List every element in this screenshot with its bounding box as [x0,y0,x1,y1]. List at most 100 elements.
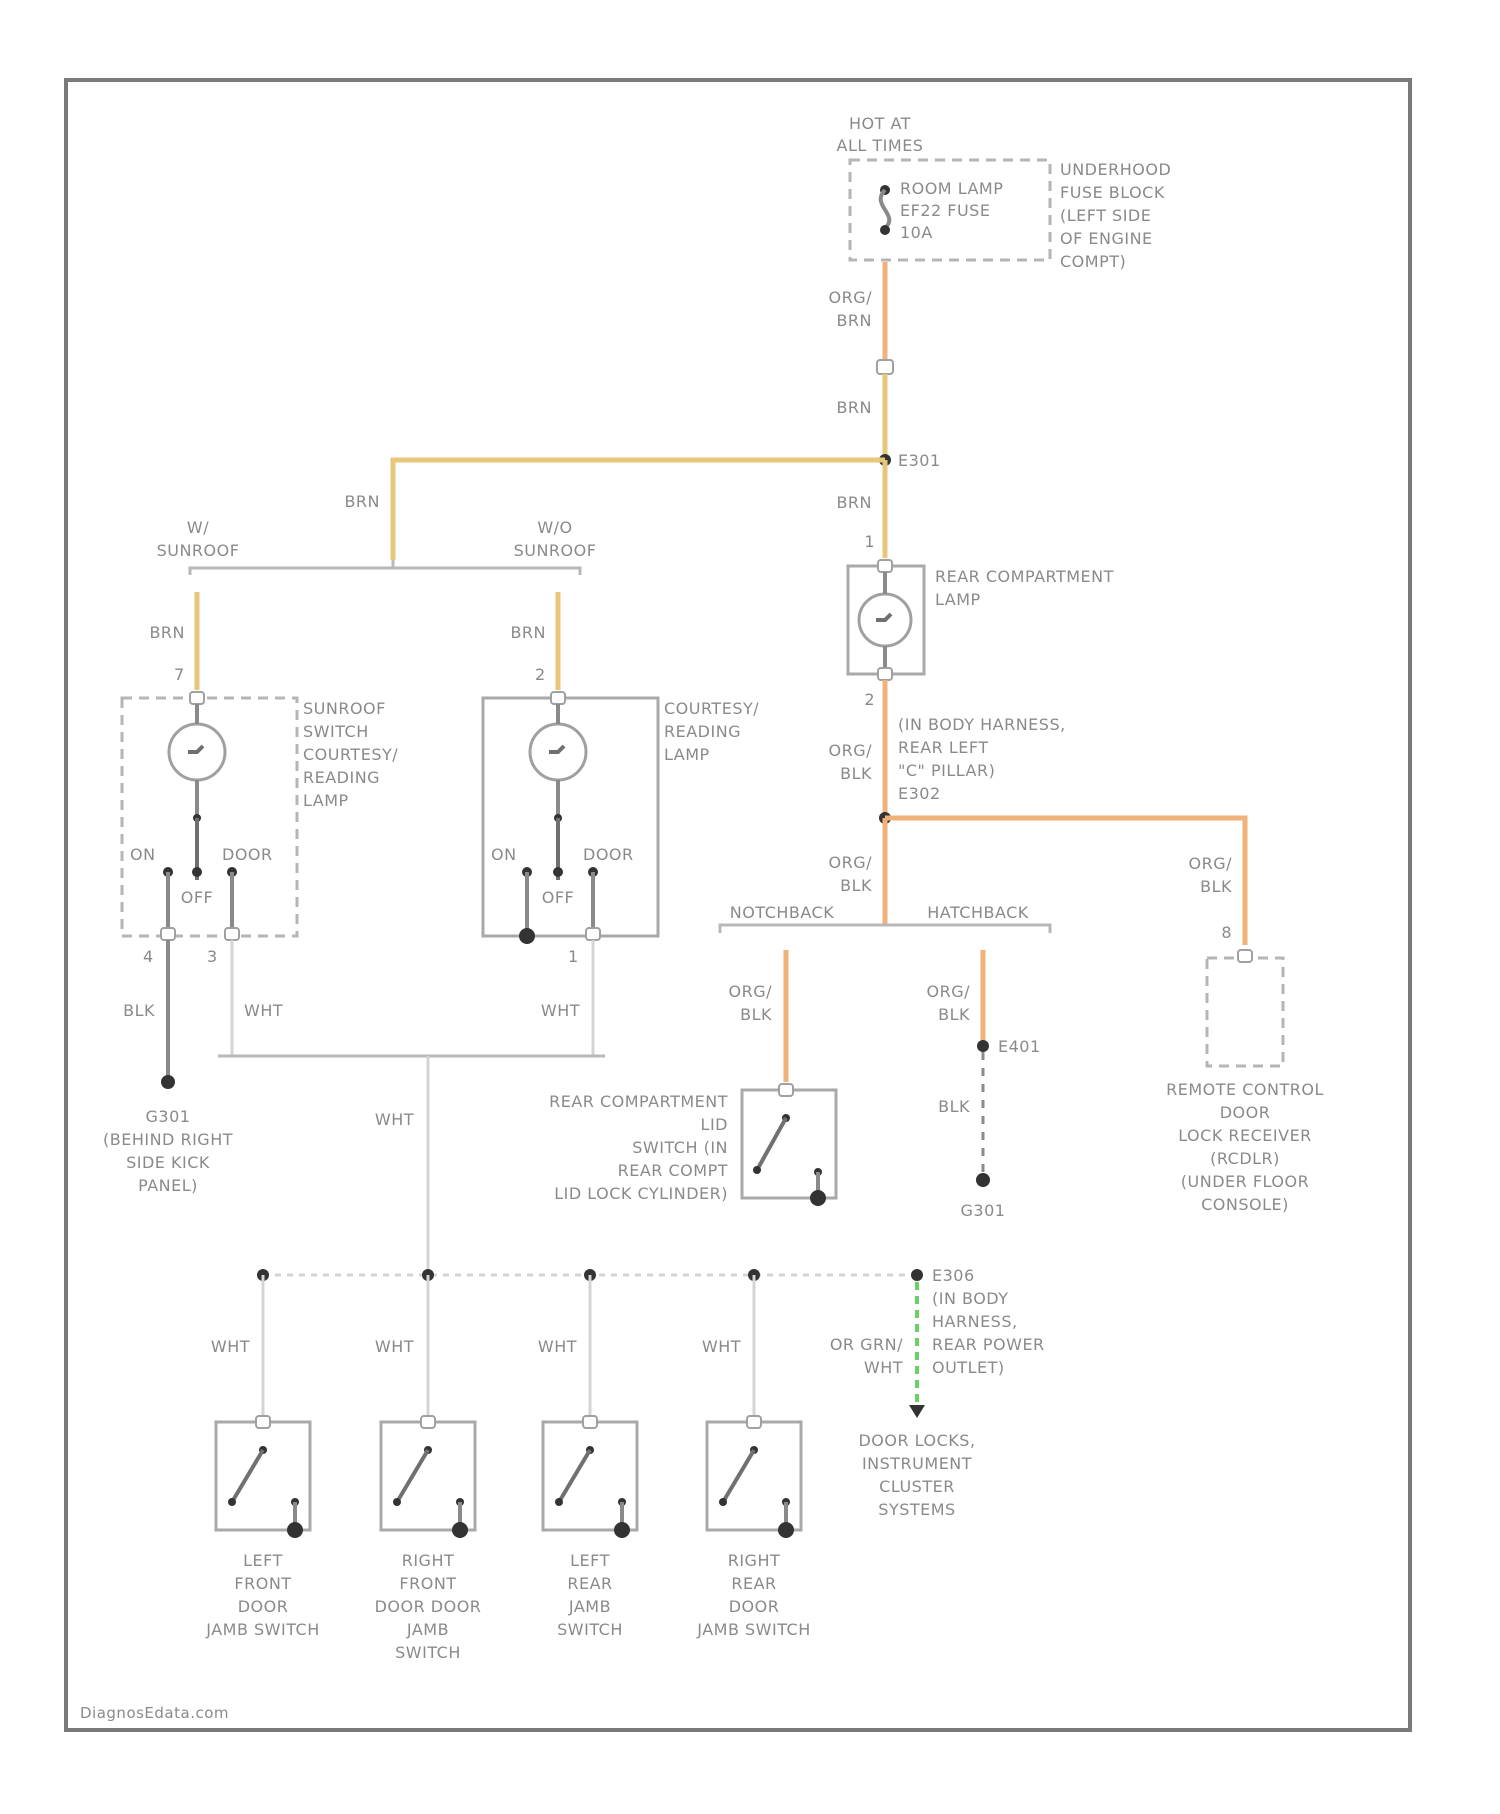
jamb-lf-label-4: JAMB SWITCH [205,1620,319,1639]
pin-2-courtesy: 2 [535,665,546,684]
rear-compartment-lamp: REAR COMPARTMENT LAMP [848,560,1114,680]
power-label-2: ALL TIMES [837,136,924,155]
fuse-label-1: ROOM LAMP [900,179,1003,198]
courtesy-pos-off: OFF [542,888,575,907]
jamb-rr-label-2: REAR [731,1574,776,1593]
courtesy-case-ground [519,928,535,944]
ground-right-label: G301 [961,1201,1006,1220]
fuse-location-4: OF ENGINE [1060,229,1153,248]
jamb-lr-label-2: REAR [567,1574,612,1593]
sunroof-lamp-label-1: SUNROOF [303,699,386,718]
fuse-label-2: EF22 FUSE [900,201,990,220]
jamb-lr-pin [583,1416,597,1428]
jamb-rf-case-ground [452,1522,468,1538]
ground-left-label-3: SIDE KICK [126,1153,210,1172]
jamb-rf-label-2: FRONT [399,1574,456,1593]
jamb-rr-case-ground [778,1522,794,1538]
jamb-rf-label-1: RIGHT [402,1551,455,1570]
remote-control-door-lock-receiver: REMOTE CONTROL DOOR LOCK RECEIVER (RCDLR… [1166,950,1324,1214]
trunk-switch-label-3: SWITCH (IN [632,1138,728,1157]
ground-left-label-1: G301 [146,1107,191,1126]
rcdlr-label-2: DOOR [1220,1103,1271,1122]
splice-e302-label-2: REAR LEFT [898,738,989,757]
rcdlr-label-6: CONSOLE) [1201,1195,1289,1214]
sunroof-lamp-label-5: LAMP [303,791,349,810]
jamb-rf-label-3: DOOR DOOR [375,1597,482,1616]
sunroof-lamp-pin-top [190,692,204,704]
wire-label-brn-1: BRN [836,398,872,417]
splice-e306-label-4: REAR POWER [932,1335,1045,1354]
jamb-lf-blade-icon [232,1450,263,1502]
wire-label-org-blk-1a: ORG/ [829,741,873,760]
sunroof-pos-door: DOOR [222,845,273,864]
power-label-1: HOT AT [849,114,911,133]
jamb-lf-label-2: FRONT [234,1574,291,1593]
variant-w-sunroof-2: SUNROOF [157,541,240,560]
variant-wo-sunroof-2: SUNROOF [514,541,597,560]
wire-label-wht-3: WHT [375,1110,414,1129]
pin-8-rcdlr: 8 [1221,923,1232,942]
fuse-terminal-bottom [880,225,890,235]
splice-e306-label-1: E306 [932,1266,975,1285]
jamb-lr-hinge [555,1498,563,1506]
jamb-lr-blade-icon [559,1450,590,1502]
jamb-rr-label-4: JAMB SWITCH [696,1620,810,1639]
variant-w-sunroof-1: W/ [187,518,209,537]
trunk-switch-case-ground [810,1190,826,1206]
courtesy-lamp-label-2: READING [664,722,741,741]
wire-label-wht-2: WHT [541,1001,580,1020]
fuse-location-3: (LEFT SIDE [1060,206,1151,225]
rcdlr-label-5: (UNDER FLOOR [1181,1172,1309,1191]
wire-label-org-blk-3a: ORG/ [829,853,873,872]
pin-2-rear-lamp: 2 [864,690,875,709]
wire-label-wht-1: WHT [244,1001,283,1020]
hatch-variant-bracket [720,925,1050,933]
ground-left-label-2: (BEHIND RIGHT [103,1130,233,1149]
jamb-lr-label-3: JAMB [568,1597,611,1616]
ground-left-label-4: PANEL) [138,1176,198,1195]
jamb-lr-label-4: SWITCH [557,1620,623,1639]
pin-1-courtesy: 1 [568,947,579,966]
sunroof-pos-on: ON [130,845,156,864]
wire-label-org-blk-4a: ORG/ [729,982,773,1001]
jamb-rr-blade-icon [723,1450,754,1502]
trunk-switch-hinge [753,1166,761,1174]
rear-lamp-label-1: REAR COMPARTMENT [935,567,1114,586]
splice-e306-label-2: (IN BODY [932,1289,1009,1308]
wire-label-wht-4: WHT [211,1337,250,1356]
wire-label-grn-wht-1: OR GRN/ [830,1335,903,1354]
courtesy-switch-off-contact [553,867,563,877]
splice-e401-label: E401 [998,1037,1041,1056]
splice-e302-label-3: "C" PILLAR) [898,761,995,780]
jamb-rr-label-3: DOOR [729,1597,780,1616]
rcdlr-label-1: REMOTE CONTROL [1166,1080,1324,1099]
trunk-switch-blade-icon [757,1118,786,1170]
pin-3-label: 3 [207,947,218,966]
sunroof-switch-off-contact [192,867,202,877]
jamb-lf-hinge [228,1498,236,1506]
jamb-rf-hinge [393,1498,401,1506]
wire-label-org-blk-3b: BLK [840,876,872,895]
wire-label-org-blk-5a: ORG/ [927,982,971,1001]
variant-notchback: NOTCHBACK [730,903,834,922]
jamb-lf-label-1: LEFT [243,1551,283,1570]
wire-label-brn-4: BRN [510,623,546,642]
rear-lamp-label-2: LAMP [935,590,981,609]
variant-wo-sunroof-1: W/O [537,518,572,537]
wire-label-brn-2: BRN [344,492,380,511]
wire-label-blk-2: BLK [938,1097,970,1116]
splice-e306-label-5: OUTLET) [932,1358,1005,1377]
rear-compartment-lid-switch: REAR COMPARTMENT LID SWITCH (IN REAR COM… [549,1084,836,1206]
splice-e306-label-3: HARNESS, [932,1312,1018,1331]
rcdlr-outline [1207,958,1283,1066]
splice-e302-label-1: (IN BODY HARNESS, [898,715,1066,734]
jamb-rr-pin [747,1416,761,1428]
splice-e306 [911,1269,923,1281]
fuse-element [881,190,890,228]
courtesy-reading-lamp: ON OFF DOOR COURTESY/ READING LAMP [483,692,759,944]
wire-label-brn-5: BRN [836,493,872,512]
courtesy-pin-1 [586,928,600,940]
door-locks-label-3: CLUSTER [879,1477,955,1496]
wire-label-org-brn-2: BRN [836,311,872,330]
sunroof-pos-off: OFF [181,888,214,907]
